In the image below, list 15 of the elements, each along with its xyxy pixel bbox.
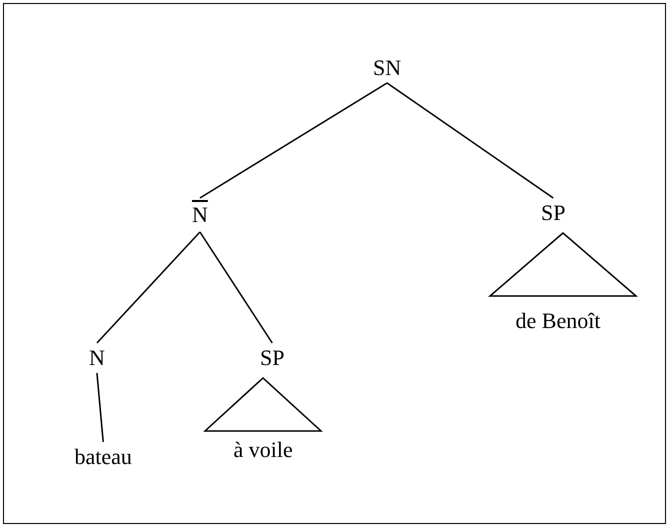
tree-label: SP [541,200,566,226]
triangle-shape [203,377,323,432]
tree-branch [386,82,554,199]
tree-label: SN [373,55,402,81]
tree-label: à voile [234,437,293,463]
triangle-shape [488,232,638,297]
tree-label: SP [260,345,284,371]
tree-branch [199,232,273,344]
tree-label: bateau [74,444,132,470]
tree-label: de Benoît [516,308,600,334]
tree-branch [96,372,104,442]
tree-label: N [89,345,105,371]
tree-label: N [192,201,208,229]
tree-branch [200,82,388,199]
tree-branch [96,232,200,344]
